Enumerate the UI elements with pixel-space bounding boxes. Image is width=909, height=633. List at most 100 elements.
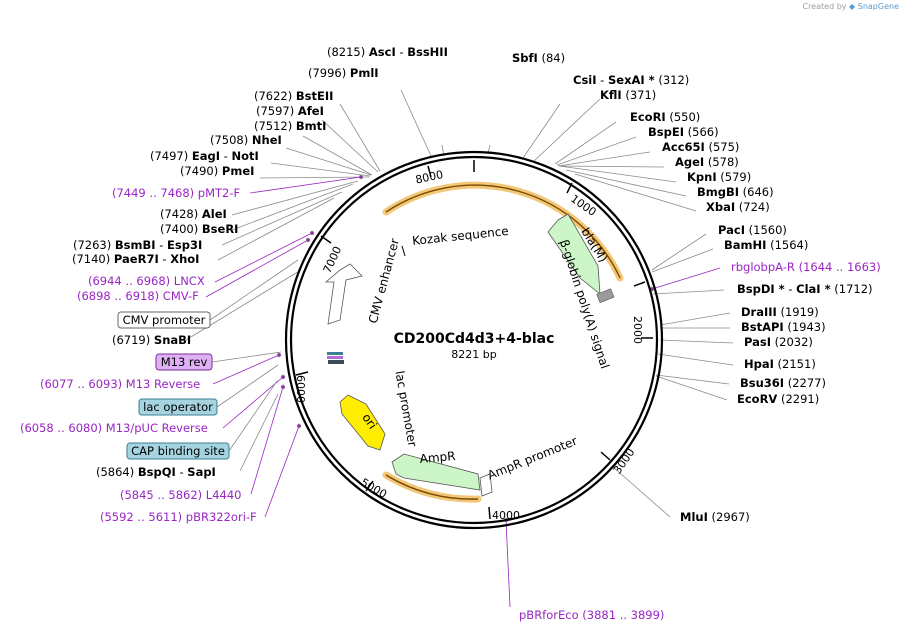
site-label-paeR7I: (7140) PaeR7I - XhoI — [72, 252, 199, 266]
feature-kozak-label: Kozak sequence — [412, 224, 510, 248]
box-label-cmvbox: CMV promoter — [123, 313, 206, 327]
leader-acc65I — [557, 151, 651, 167]
site-label-acc65I: Acc65I (575) — [662, 140, 739, 154]
site-label-bstEII: (7622) BstEII — [254, 89, 333, 103]
box-lacbox — [138, 398, 218, 416]
leader-paeR7I — [217, 197, 335, 261]
leader-ageI — [558, 165, 665, 168]
site-label-bamHI: BamHI (1564) — [724, 238, 808, 252]
site-label-bsu36I: Bsu36I (2277) — [740, 376, 826, 390]
leader-bstEII — [339, 103, 381, 172]
feature-globin-box — [596, 288, 615, 304]
leader-nheI — [285, 147, 372, 176]
primer-label-m13rev2: (6077 .. 6093) M13 Reverse — [40, 377, 200, 391]
feature-cmv-enhancer-arrow — [324, 263, 363, 325]
site-label-bmgBI: BmgBI (646) — [697, 185, 774, 199]
site-label-bspEI: BspEI (566) — [648, 125, 719, 139]
leader-draIII — [659, 312, 731, 326]
site-label-bstAPI: BstAPI (1943) — [741, 320, 826, 334]
primer-label-pbr322: (5592 .. 5611) pBR322ori-F — [100, 510, 257, 524]
primer-label-l4440: (5845 .. 5862) L4440 — [120, 488, 241, 502]
primer-site-lncx — [309, 230, 315, 236]
leader-mluI — [611, 465, 671, 518]
feature-highlight-arcs — [382, 181, 624, 503]
leader-xbaI — [574, 173, 697, 212]
tick-label-2000: 2000 — [631, 316, 644, 344]
leader-bamHI — [651, 248, 714, 273]
box-m13box — [155, 353, 213, 371]
leader-csiI — [522, 103, 561, 159]
leader-m13puc — [222, 376, 284, 429]
leader-bspDI — [652, 289, 725, 295]
leader-hpaI — [657, 353, 734, 366]
feature-cap-band — [328, 360, 344, 364]
tick-label-5000: 5000 — [358, 476, 389, 501]
feature-ampr-label: AmpR — [419, 449, 456, 466]
leader-l4440 — [250, 386, 284, 495]
plasmid-center: CD200Cd4d3+4-blac 8221 bp — [394, 331, 555, 361]
leader-rbglob — [651, 267, 721, 290]
leader-m13box — [211, 351, 282, 363]
site-label-bmtI: (7512) BmtI — [254, 119, 326, 133]
leader-bmgBI — [565, 169, 687, 197]
leader-bmtI — [302, 135, 373, 176]
site-label-bspQI: (5864) BspQI - SapI — [96, 465, 216, 479]
site-label-xbaI: XbaI (724) — [706, 200, 770, 214]
leader-pbr322 — [264, 425, 300, 518]
site-label-pacI: PacI (1560) — [718, 223, 787, 237]
box-label-lacbox: lac operator — [143, 400, 213, 414]
feature-kozak-tick — [401, 245, 406, 257]
site-label-afeI: (7597) AfeI — [256, 104, 324, 118]
site-label-bseRI: (7400) BseRI — [160, 222, 238, 236]
site-label-aleI: (7428) AleI — [160, 207, 227, 221]
box-cmvbox — [117, 311, 211, 329]
leader-lacbox — [216, 364, 279, 408]
feature-ampr-arrow — [391, 453, 481, 491]
primer-label-pbrfor: pBRforEco (3881 .. 3899) — [519, 608, 664, 622]
feature-lac-operator-band — [327, 352, 343, 355]
site-label-ecoRI: EcoRI (550) — [630, 110, 700, 124]
leader-kpnI — [558, 165, 677, 183]
leader-afeI — [321, 119, 379, 173]
site-label-hpaI: HpaI (2151) — [744, 357, 816, 371]
leader-pasI — [659, 339, 734, 344]
feature-m13-band — [327, 356, 343, 359]
leader-pacI — [651, 233, 707, 271]
site-label-ascI: (8215) AscI - BssHII — [327, 45, 448, 59]
site-label-nheI: (7508) NheI — [210, 133, 282, 147]
tick-label-8000: 8000 — [414, 168, 444, 187]
leader-capbox — [228, 380, 278, 452]
leader-pbrfor — [505, 519, 511, 608]
snapgene-logo-icon: ◆ — [849, 2, 856, 11]
leader-aleI — [231, 180, 359, 216]
leader-pmeI — [259, 176, 370, 179]
site-label-ecoRV: EcoRV (2291) — [737, 392, 819, 406]
plasmid-name: CD200Cd4d3+4-blac — [394, 331, 555, 347]
site-label-pmeI: (7490) PmeI — [180, 164, 254, 178]
feature-ampr-promoter-arrow — [479, 473, 493, 497]
leader-bsmBI — [221, 191, 343, 246]
box-capbox — [126, 442, 230, 460]
leader-bsu36I — [655, 374, 730, 385]
site-label-kpnI: KpnI (579) — [687, 170, 751, 184]
plasmid-length: 8221 bp — [451, 348, 496, 361]
site-label-snaBI: (6719) SnaBI — [112, 333, 191, 347]
tick-label-3000: 3000 — [611, 446, 638, 476]
primer-label-rbglob: rbglobpA-R (1644 .. 1663) — [731, 260, 881, 274]
leader-m13rev2 — [212, 354, 280, 385]
site-label-sbfI: SbfI (84) — [512, 51, 565, 65]
leader-bseRI — [231, 183, 354, 231]
leader-ecoRV — [655, 375, 728, 401]
primer-site-m13puc — [280, 374, 286, 380]
site-label-mluI: MluI (2967) — [680, 510, 750, 524]
leader-pmt2f — [249, 176, 362, 194]
feature-cmv-enhancer-label: CMV enhancer — [366, 237, 402, 325]
site-label-pasI: PasI (2032) — [744, 335, 813, 349]
primer-label-m13puc: (6058 .. 6080) M13/pUC Reverse — [20, 421, 208, 435]
box-label-m13box: M13 rev — [161, 355, 208, 369]
leader-bspEI — [556, 136, 637, 166]
site-label-draIII: DraIII (1919) — [741, 305, 819, 319]
